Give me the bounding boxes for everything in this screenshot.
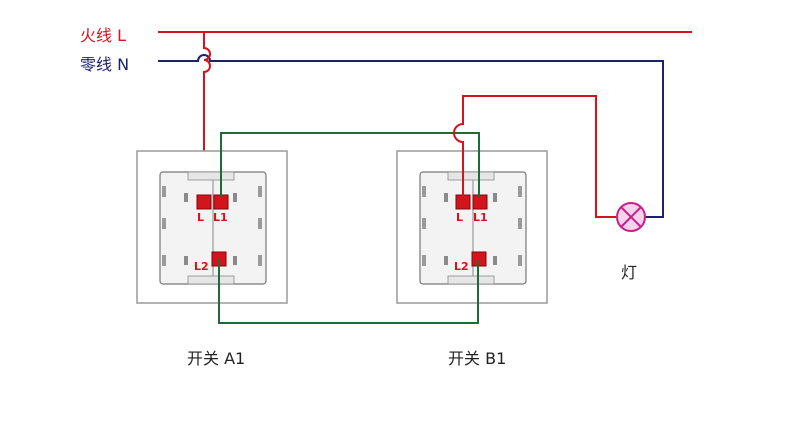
switch-a: [136, 150, 288, 304]
switch-b-l2-label: L2: [454, 260, 469, 273]
switch-a-l2-label: L2: [194, 260, 209, 273]
switch-b-terminal-l: [455, 194, 471, 210]
lamp-caption: 灯: [621, 263, 638, 282]
traveler-wire-l1: [220, 132, 480, 197]
switched-live-wire: [453, 95, 616, 218]
live-wire-label: 火线 L: [80, 26, 127, 45]
traveler-wire-l2: [218, 259, 479, 324]
switch-a-terminal-l: [196, 194, 212, 210]
live-drop-a: [203, 32, 211, 197]
lamp-icon: [616, 202, 646, 232]
switch-b-terminal-l1: [472, 194, 488, 210]
neutral-wire-label: 零线 N: [80, 55, 130, 74]
neutral-wire: [158, 54, 664, 218]
switch-a-caption: 开关 A1: [187, 349, 246, 368]
switch-b-l-label: L: [456, 211, 464, 224]
switch-a-terminal-l1: [213, 194, 229, 210]
switch-a-l1-label: L1: [213, 211, 228, 224]
switch-a-l-label: L: [197, 211, 205, 224]
switch-b-caption: 开关 B1: [448, 349, 507, 368]
switch-b: [396, 150, 548, 304]
switch-b-l1-label: L1: [473, 211, 488, 224]
